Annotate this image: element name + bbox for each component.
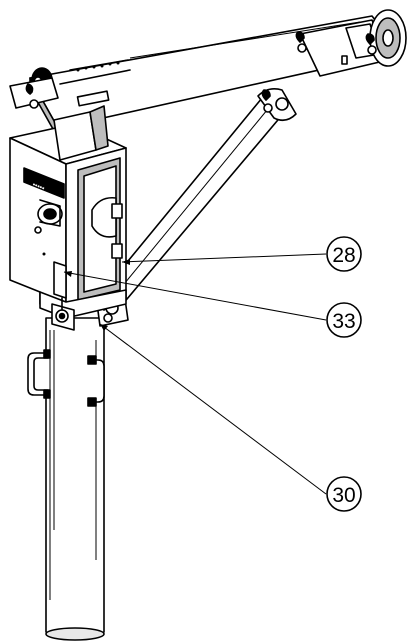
leader-lines: [63, 253, 327, 495]
callout-28-label: 28: [332, 244, 355, 267]
boom-tip-assembly: [295, 9, 407, 77]
svg-text:▪▪▪▪▪: ▪▪▪▪▪: [31, 181, 46, 192]
callout-28: 28: [326, 236, 362, 272]
callout-30: 30: [326, 476, 362, 512]
boom-pivot: [9, 67, 59, 109]
left-handle: [27, 349, 51, 399]
callout-30-label: 30: [332, 484, 355, 507]
mast-head-box: ▪▪▪▪▪: [9, 105, 127, 313]
callout-33-label: 33: [332, 310, 355, 333]
callout-33: 33: [326, 302, 362, 338]
right-handle: [87, 355, 105, 407]
base-collar: [39, 289, 127, 331]
